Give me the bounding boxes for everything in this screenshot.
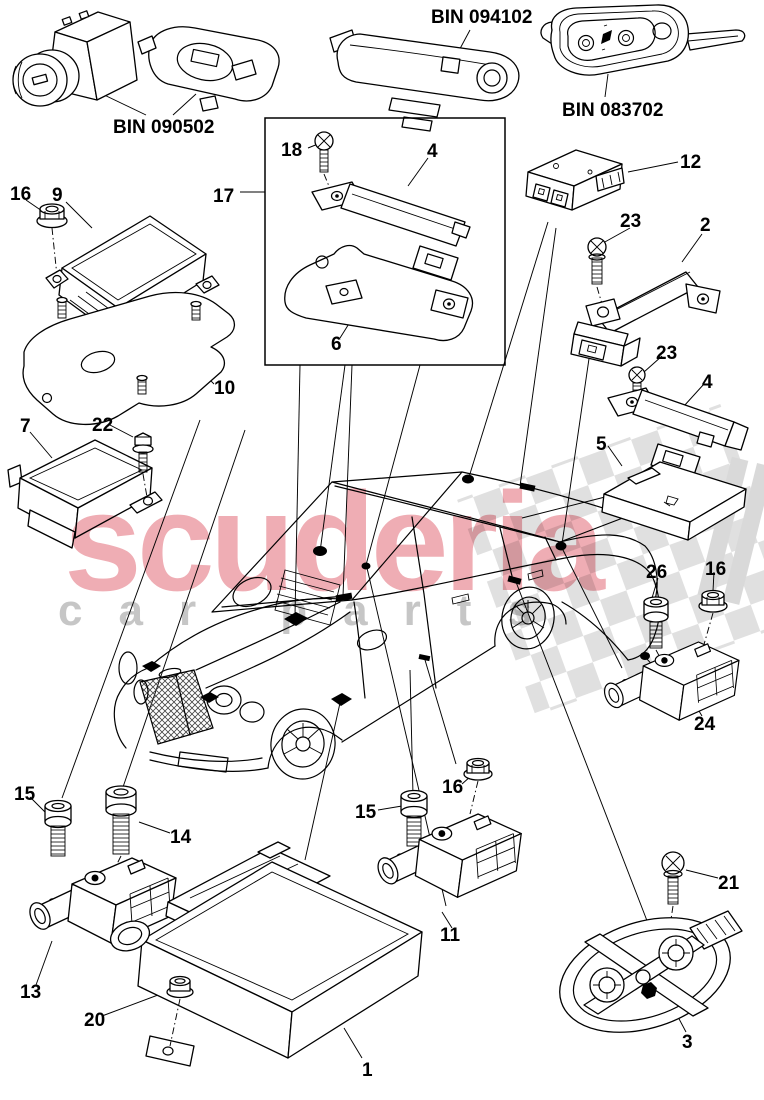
bolt-26 <box>643 596 669 664</box>
bin-label-094102: BIN 094102 <box>431 7 532 28</box>
screw-18-icon <box>314 131 334 173</box>
callout-21: 21 <box>718 873 740 894</box>
callout-14: 14 <box>170 827 192 848</box>
callout-9: 9 <box>52 185 63 206</box>
callout-16-top-left: 16 <box>10 184 31 205</box>
rear-wheel <box>501 586 555 650</box>
crash-sensor-11 <box>373 813 522 898</box>
door-handle-sensor-part <box>329 29 520 132</box>
callout-13: 13 <box>20 982 41 1003</box>
bolt-15-left <box>44 799 72 857</box>
callout-15-right: 15 <box>355 802 377 823</box>
location-markers <box>142 474 650 706</box>
mounting-bracket-10 <box>22 291 236 426</box>
antenna-4-right <box>607 387 749 479</box>
bolt-15-right <box>400 789 428 847</box>
antenna-4-in-box <box>311 181 471 281</box>
callout-26: 26 <box>646 562 667 583</box>
flange-nut-16-top-left <box>36 203 68 229</box>
bin-labels: BIN 090502 BIN 094102 BIN 083702 <box>113 7 663 138</box>
callout-11: 11 <box>440 925 461 946</box>
callout-2: 2 <box>700 215 711 236</box>
nut-20-icon <box>166 975 194 999</box>
bracket-6 <box>284 244 474 342</box>
callout-6: 6 <box>331 334 342 355</box>
callout-17: 17 <box>213 186 234 207</box>
callout-23-upper: 23 <box>620 211 641 232</box>
bolt-14 <box>105 785 137 875</box>
callout-15-left: 15 <box>14 784 36 805</box>
screw-22 <box>132 432 154 498</box>
callout-16-middle: 16 <box>442 777 463 798</box>
callout-22: 22 <box>92 415 113 436</box>
flange-nut-16-right <box>698 589 728 613</box>
callout-16-right: 16 <box>705 559 726 580</box>
front-wheel <box>270 708 336 780</box>
callout-labels: 16 9 17 18 4 6 12 23 2 23 4 5 10 7 22 26… <box>10 140 740 1081</box>
control-module-12 <box>525 149 625 211</box>
callout-1: 1 <box>362 1060 373 1081</box>
steering-lock-housing-part <box>137 26 280 112</box>
key-fob-part <box>540 4 746 76</box>
callout-5: 5 <box>596 434 607 455</box>
bin-label-090502: BIN 090502 <box>113 117 214 138</box>
callout-23-lower: 23 <box>656 343 677 364</box>
detail-box-17 <box>264 117 506 366</box>
callout-20: 20 <box>84 1010 105 1031</box>
screw-21 <box>661 851 685 953</box>
antenna-base-5 <box>601 461 747 541</box>
callout-12: 12 <box>680 152 701 173</box>
screw-23-upper <box>587 237 607 305</box>
ignition-lock-part <box>12 10 138 107</box>
flange-nut-16-middle <box>463 757 493 781</box>
control-module-7 <box>7 439 163 549</box>
callout-7: 7 <box>20 416 31 437</box>
callout-3: 3 <box>682 1032 693 1053</box>
callout-24: 24 <box>694 714 716 735</box>
antenna-bracket-2 <box>570 271 721 367</box>
crash-sensor-13 <box>25 857 177 944</box>
callout-10: 10 <box>214 378 235 399</box>
bin-label-083702: BIN 083702 <box>562 100 663 121</box>
callout-18: 18 <box>281 140 302 161</box>
callout-4-right: 4 <box>702 372 713 393</box>
siren-module-3 <box>559 910 743 1033</box>
callout-4-in-box: 4 <box>427 141 438 162</box>
control-unit-1 <box>109 841 423 1067</box>
